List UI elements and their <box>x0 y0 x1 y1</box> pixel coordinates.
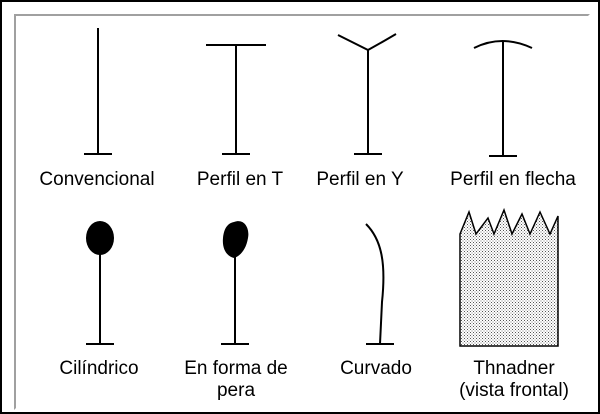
label-perfil-t: Perfil en T <box>196 169 284 190</box>
label-curvado: Curvado <box>340 358 412 379</box>
label-perfil-y: Perfil en Y <box>316 169 404 190</box>
curved-post-icon <box>365 223 394 345</box>
label-convencional: Convencional <box>39 169 155 190</box>
label-pera: En forma de pera <box>184 358 288 401</box>
label-cilindrico: Cilíndrico <box>59 358 139 379</box>
conventional-post-icon <box>84 28 112 155</box>
thnadner-front-view-icon <box>459 207 559 347</box>
inner-frame <box>14 14 590 410</box>
label-perfil-flecha: Perfil en flecha <box>450 169 576 190</box>
cylindrical-post-icon <box>86 221 114 345</box>
y-profile-post-icon <box>337 33 397 155</box>
label-thnadner: Thnadner (vista frontal) <box>459 358 569 401</box>
arrow-profile-post-icon <box>473 40 533 157</box>
pear-shaped-post-icon <box>221 221 249 345</box>
t-profile-post-icon <box>206 44 266 155</box>
